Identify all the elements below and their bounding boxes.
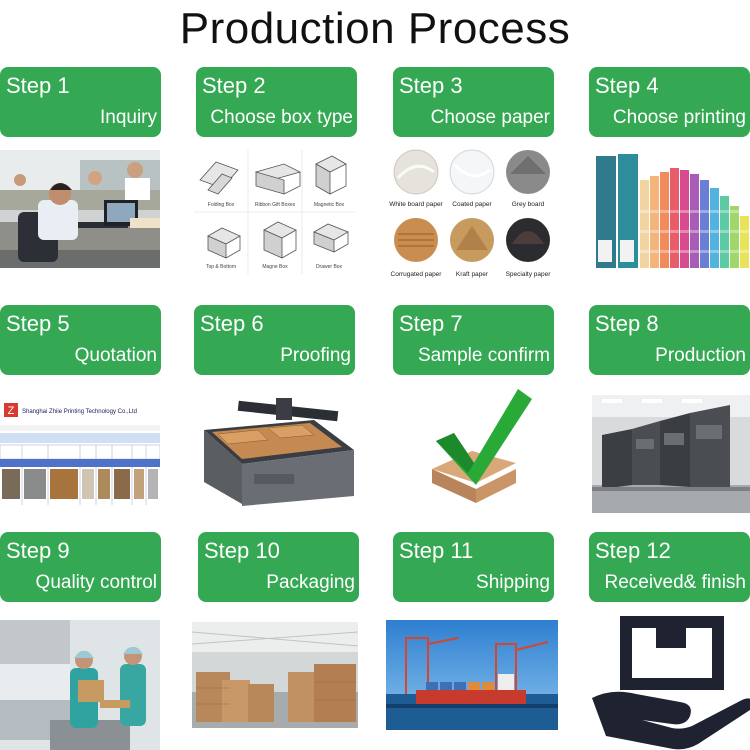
step-number: Step 6 [200, 311, 264, 336]
paper-samples: White board paper Coated paper Grey boar… [388, 148, 554, 284]
paper-caption: Coated paper [452, 201, 492, 208]
pantone-color-fan [594, 150, 750, 274]
step-name: Choose paper [430, 107, 550, 128]
step-number: Step 7 [399, 311, 463, 336]
step-5-label: Step 5 Quotation [0, 305, 161, 375]
company-logo: Z [8, 405, 15, 417]
box-caption: Ribbon Gift Boxes [255, 202, 296, 208]
paper-caption: Specialty paper [506, 271, 552, 278]
quality-control-photo [0, 620, 160, 750]
sample-confirm-check [416, 383, 534, 513]
step-12-label: Step 12 Received& finish [589, 532, 750, 602]
step-name: Shipping [476, 572, 550, 593]
step-number: Step 1 [6, 73, 70, 98]
box-caption: Folding Box [208, 202, 235, 208]
step-2-label: Step 2 Choose box type [196, 67, 357, 137]
company-name: Shanghai Zhiie Printing Technology Co.,L… [22, 409, 137, 415]
step-name: Quality control [35, 572, 157, 593]
step-4-label: Step 4 Choose printing [589, 67, 750, 137]
step-name: Inquiry [99, 107, 157, 128]
step-number: Step 9 [6, 538, 70, 563]
step-number: Step 12 [595, 538, 671, 563]
box-caption: Magnetic Box [314, 202, 345, 208]
step-name: Proofing [280, 345, 351, 366]
quotation-sheet: Z Shanghai Zhiie Printing Technology Co.… [0, 397, 160, 505]
step-11-label: Step 11 Shipping [393, 532, 554, 602]
step-name: Production [655, 345, 746, 366]
step-name: Sample confirm [418, 345, 550, 366]
paper-caption: White board paper [389, 201, 443, 208]
step-1-label: Step 1 Inquiry [0, 67, 161, 137]
step-number: Step 8 [595, 311, 659, 336]
step-name: Choose printing [612, 107, 746, 128]
page-title: Production Process [179, 4, 571, 53]
step-number: Step 3 [399, 73, 463, 98]
box-caption: Magne Box [262, 264, 288, 270]
paper-caption: Corrugated paper [391, 271, 443, 278]
step-name: Choose box type [210, 107, 353, 128]
step-10-label: Step 10 Packaging [198, 532, 359, 602]
paper-caption: Grey board [512, 201, 545, 208]
paper-caption: Kraft paper [456, 271, 489, 278]
step-7-label: Step 7 Sample confirm [393, 305, 554, 375]
box-types-diagram: Folding Box Ribbon Gift Boxes Magnetic B… [194, 150, 356, 274]
step-number: Step 2 [202, 73, 266, 98]
packaging-warehouse-photo [192, 622, 358, 728]
step-number: Step 11 [399, 538, 474, 563]
step-name: Packaging [266, 572, 355, 593]
step-3-label: Step 3 Choose paper [393, 67, 554, 137]
inquiry-office-photo [0, 150, 160, 268]
printing-machine-photo [592, 395, 750, 513]
step-number: Step 4 [595, 73, 659, 98]
step-8-label: Step 8 Production [589, 305, 750, 375]
box-caption: Drawer Box [316, 264, 343, 270]
step-number: Step 5 [6, 311, 70, 336]
cutting-plotter-machine [198, 390, 360, 510]
shipping-port-photo [386, 620, 558, 730]
step-9-label: Step 9 Quality control [0, 532, 161, 602]
hand-holding-box-icon [592, 616, 750, 750]
step-number: Step 10 [204, 538, 280, 563]
step-6-label: Step 6 Proofing [194, 305, 355, 375]
step-name: Quotation [74, 345, 157, 366]
step-name: Received& finish [604, 572, 746, 593]
box-caption: Top & Bottom [206, 264, 236, 270]
